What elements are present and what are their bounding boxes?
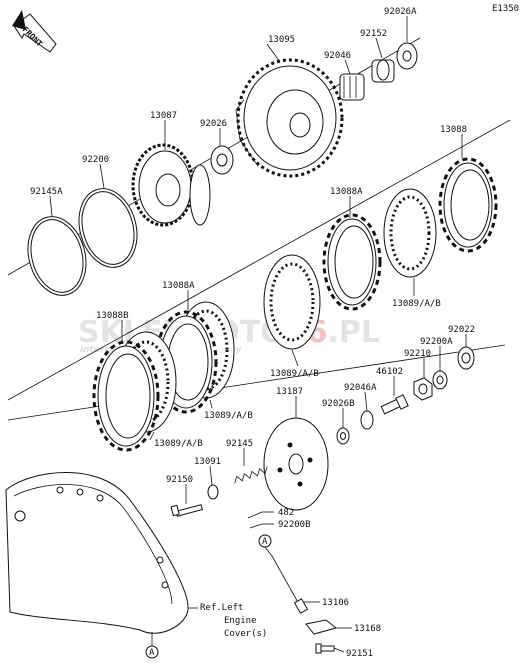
label-13089-upper: 13089/A/B <box>392 299 441 309</box>
bolt-92151 <box>315 643 335 654</box>
label-13089-middle: 13089/A/B <box>270 369 319 379</box>
label-13088: 13088 <box>440 125 467 135</box>
diagram-code: E1350 <box>492 4 519 14</box>
label-13088a-upper: 13088A <box>330 187 363 197</box>
label-13087: 13087 <box>150 111 177 121</box>
front-arrow-icon: FRONT <box>12 10 57 53</box>
label-92026: 92026 <box>200 119 227 129</box>
washer-92200a <box>432 370 448 390</box>
label-13168: 13168 <box>354 624 381 634</box>
label-92152: 92152 <box>360 29 387 39</box>
label-92210: 92210 <box>404 349 431 359</box>
push-rod-13106 <box>271 555 309 614</box>
bolt-46102 <box>380 394 409 415</box>
label-92200: 92200 <box>82 155 109 165</box>
lever-13168 <box>305 619 338 635</box>
nut-92210 <box>413 377 433 401</box>
svg-text:A: A <box>262 537 268 547</box>
label-92145: 92145 <box>226 439 253 449</box>
washer-92200b <box>249 523 263 529</box>
marker-a-lower: A <box>145 632 159 659</box>
label-13187: 13187 <box>276 387 303 397</box>
label-92046: 92046 <box>324 51 351 61</box>
label-13088b: 13088B <box>96 311 129 321</box>
ref-label-line2: Engine <box>224 616 257 626</box>
label-13095: 13095 <box>268 35 295 45</box>
washer-92026a <box>396 42 418 70</box>
marker-a-upper: A <box>258 534 272 548</box>
friction-plate-13088a-upper <box>322 213 382 311</box>
pin-482 <box>247 511 263 519</box>
ref-label-line1: Ref.Left <box>200 603 243 613</box>
label-92026b: 92026B <box>322 399 355 409</box>
ring-92200 <box>78 188 138 268</box>
needle-bearing-92046 <box>339 73 365 101</box>
label-92145a: 92145A <box>30 187 63 197</box>
ref-label-line3: Cover(s) <box>224 629 267 639</box>
washer-92046a <box>360 410 374 430</box>
sleeve-92152 <box>371 59 395 83</box>
label-13089-lower: 13089/A/B <box>204 411 253 421</box>
spring-92145 <box>234 466 268 484</box>
part-labels: 92026A 13095 92046 92152 13087 92026 130… <box>30 7 475 659</box>
svg-text:A: A <box>149 648 155 658</box>
label-92026a: 92026A <box>384 7 417 17</box>
label-92200a: 92200A <box>420 337 453 347</box>
label-13089-lower-left: 13089/A/B <box>154 439 203 449</box>
label-92022: 92022 <box>448 325 475 335</box>
steel-plate-13089-upper <box>383 188 437 278</box>
label-13106: 13106 <box>322 598 349 608</box>
friction-plate-13088b <box>92 340 160 452</box>
label-13088a-lower: 13088A <box>162 281 195 291</box>
engine-cover-outline <box>5 472 198 634</box>
label-92150: 92150 <box>166 475 193 485</box>
washer-13091 <box>207 484 219 500</box>
washer-92026 <box>210 145 234 175</box>
label-92046a: 92046A <box>344 383 377 393</box>
label-482: 482 <box>278 508 294 518</box>
leader-lines <box>49 16 467 653</box>
pressure-plate-13187 <box>263 417 329 511</box>
friction-plate-13088 <box>438 157 498 253</box>
clutch-hub-13087 <box>131 143 211 227</box>
clutch-housing-13095 <box>235 58 344 178</box>
label-13091: 13091 <box>194 457 221 467</box>
label-92200b: 92200B <box>278 520 311 530</box>
bolt-92150 <box>170 504 203 517</box>
washer-92026b <box>336 427 350 445</box>
ring-92145a <box>27 216 87 296</box>
label-92151: 92151 <box>346 649 373 659</box>
washer-92022 <box>457 346 475 370</box>
steel-plate-13089-middle <box>263 254 321 350</box>
label-46102: 46102 <box>376 367 403 377</box>
